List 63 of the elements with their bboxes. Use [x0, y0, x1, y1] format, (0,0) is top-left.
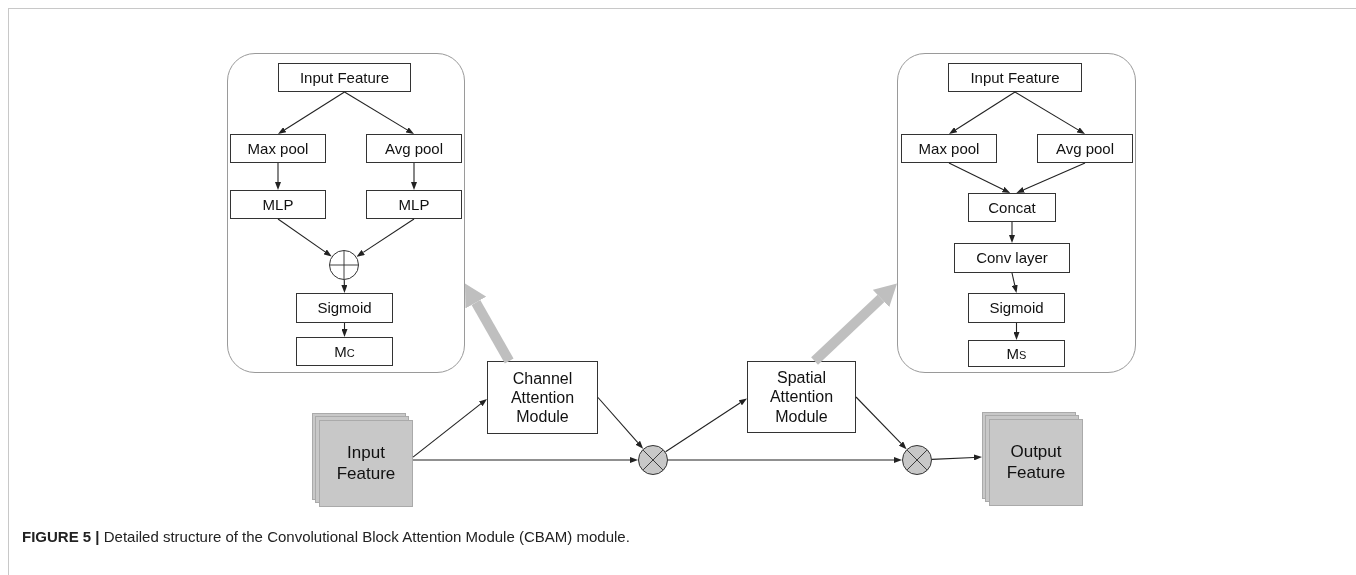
node-label: Ms	[1006, 344, 1027, 363]
arrow	[1016, 162, 1086, 193]
arrow	[1011, 272, 1018, 293]
process-box	[901, 134, 997, 163]
arrow	[949, 91, 1016, 134]
arrow	[1013, 322, 1020, 340]
node-label: Channel Attention Module	[509, 368, 576, 427]
node-label: Conv layer	[976, 249, 1048, 267]
node-label: Mc	[334, 342, 355, 361]
arrow	[277, 218, 332, 257]
process-box	[954, 243, 1070, 273]
arrow	[667, 457, 902, 463]
arrow	[931, 454, 982, 461]
node-label: Max pool	[918, 139, 980, 158]
node-label: Sigmoid	[989, 299, 1044, 317]
feature-stack	[312, 413, 413, 507]
process-box	[230, 134, 326, 163]
node-label: Sigmoid	[317, 299, 372, 317]
process-box	[296, 337, 393, 366]
node-label: MLP	[262, 195, 294, 214]
process-box	[948, 63, 1082, 92]
arrow	[411, 162, 417, 190]
arrow	[412, 398, 487, 458]
panel-box	[897, 53, 1136, 373]
arrow	[1014, 91, 1085, 134]
process-box	[968, 193, 1056, 222]
process-box	[366, 134, 462, 163]
arrow	[278, 91, 346, 134]
arrow	[341, 279, 348, 293]
process-box	[296, 293, 393, 323]
process-box	[230, 190, 326, 219]
arrow	[1009, 221, 1015, 243]
process-box	[968, 340, 1065, 367]
arrow	[948, 162, 1011, 193]
feature-stack	[982, 412, 1081, 504]
arrow	[412, 457, 638, 463]
arrow	[356, 218, 415, 257]
block-arrow	[465, 283, 514, 364]
process-box	[366, 190, 462, 219]
node-label: Avg pool	[1055, 139, 1115, 158]
node-label: Input Feature	[335, 443, 397, 484]
node-label: Input Feature	[970, 68, 1060, 87]
arrow	[341, 322, 348, 337]
node-label: MLP	[398, 195, 430, 214]
node-label: Output Feature	[1005, 442, 1067, 483]
arrow	[275, 162, 281, 190]
arrow	[855, 396, 907, 450]
arrow	[665, 398, 747, 453]
node-label: Concat	[988, 198, 1036, 217]
module-box	[747, 361, 856, 433]
arrow	[343, 91, 414, 134]
process-box	[968, 293, 1065, 323]
module-box	[487, 361, 598, 434]
node-label: Spatial Attention Module	[768, 368, 835, 426]
panel-box	[227, 53, 465, 373]
process-box	[278, 63, 411, 92]
process-box	[1037, 134, 1133, 163]
figure-caption: FIGURE 5 | Detailed structure of the Convolutional Block Attention Module (CBAM) module.	[22, 527, 630, 547]
node-label: Avg pool	[384, 139, 444, 158]
node-label: Input Feature	[299, 68, 390, 87]
node-label: Max pool	[247, 139, 309, 158]
arrow	[597, 396, 644, 449]
block-arrow	[811, 283, 897, 365]
